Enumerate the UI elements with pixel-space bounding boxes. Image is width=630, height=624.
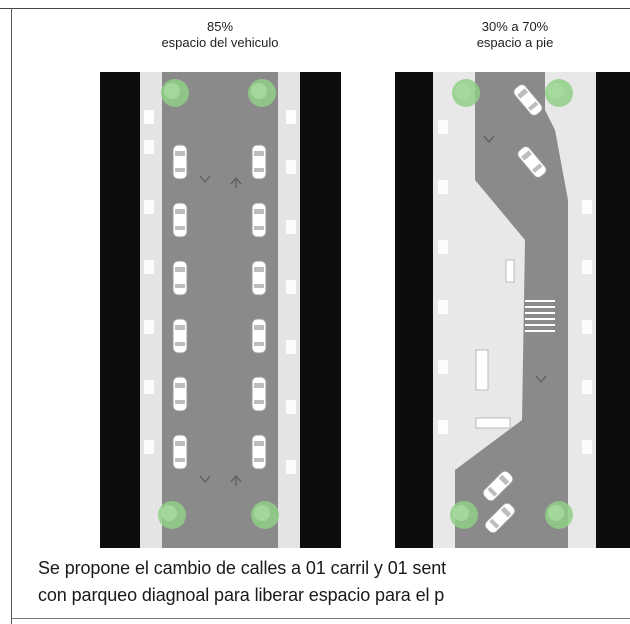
caption-line-1: Se propone el cambio de calles a 01 carr…: [38, 558, 447, 578]
panel2-building-right: [596, 72, 630, 548]
panel2-road: [455, 72, 568, 548]
top-border: [0, 8, 630, 9]
panel2-percent: 30% a 70%: [481, 19, 549, 34]
car-icon: [172, 318, 188, 354]
panel1-building-left: [100, 72, 140, 548]
car-icon: [251, 318, 267, 354]
left-border: [11, 8, 12, 624]
panel2-crosswalk: [525, 300, 555, 332]
panel1-street: [100, 72, 341, 548]
panel2-direction-arrows: [483, 135, 547, 383]
car-icon: [172, 260, 188, 296]
panel2-sidewalk-tiles: [438, 120, 592, 454]
car-icon: [172, 376, 188, 412]
bottom-border: [11, 618, 630, 619]
arrow-down-icon: [483, 135, 495, 143]
tree-icon: [452, 79, 480, 107]
car-icon: [172, 434, 188, 470]
arrow-down-icon: [199, 175, 211, 183]
arrow-down-icon: [199, 475, 211, 483]
tree-icon: [450, 501, 478, 529]
panel2-building-left: [395, 72, 433, 548]
arrow-up-icon: [230, 475, 242, 486]
tree-icon: [251, 501, 279, 529]
tree-icon: [545, 501, 573, 529]
panel1-sidewalk-tiles: [144, 110, 296, 474]
panel1-header: 85% espacio del vehiculo: [120, 19, 320, 51]
car-icon: [251, 144, 267, 180]
panel1-building-right: [300, 72, 341, 548]
tree-icon: [158, 501, 186, 529]
tree-icon: [161, 79, 189, 107]
panel2-street: [395, 72, 630, 548]
arrow-down-icon: [535, 375, 547, 383]
panel2-benches: [475, 259, 515, 429]
tree-icon: [545, 79, 573, 107]
panel1-road: [162, 72, 278, 548]
panel1-percent: 85%: [206, 19, 234, 34]
panel1-label: espacio del vehiculo: [161, 35, 279, 50]
panel2-label: espacio a pie: [476, 35, 554, 50]
car-icon: [172, 202, 188, 238]
car-icon: [251, 202, 267, 238]
panel1-direction-arrows: [199, 175, 242, 486]
car-icon: [251, 434, 267, 470]
car-icon: [251, 376, 267, 412]
tree-icon: [248, 79, 276, 107]
panel2-header: 30% a 70% espacio a pie: [415, 19, 615, 51]
arrow-up-icon: [230, 177, 242, 188]
car-icon: [251, 260, 267, 296]
caption-line-2: con parqueo diagnoal para liberar espaci…: [38, 585, 445, 605]
car-icon: [172, 144, 188, 180]
